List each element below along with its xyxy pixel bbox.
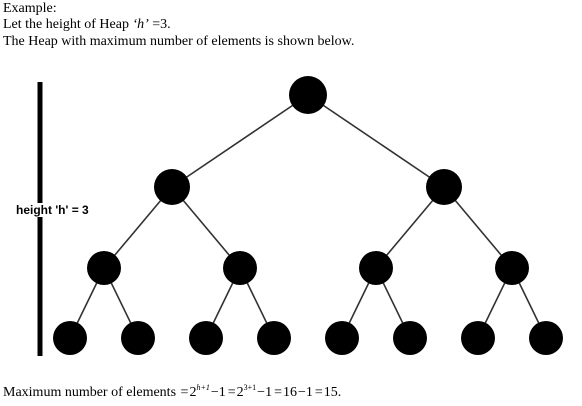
tree-edge-l0-n0-right	[307, 94, 445, 188]
formula-minus-1: −1	[210, 385, 226, 400]
tree-node-l2-n3	[495, 251, 529, 285]
formula-eq-4: =	[314, 385, 323, 400]
tree-node-l3-n3	[257, 321, 291, 355]
tree-nodes	[53, 76, 563, 355]
tree-node-l2-n2	[359, 251, 393, 285]
height-statement-prefix: Let the height of Heap	[3, 17, 133, 32]
formula-base-2: 2	[236, 385, 244, 400]
tree-node-l3-n6	[461, 321, 495, 355]
example-heading: Example:	[3, 1, 57, 16]
formula-minus-2: −1	[257, 385, 273, 400]
height-statement: Let the height of Heap ‘h’ =3.	[3, 17, 171, 33]
formula-eq-3: =	[274, 385, 282, 400]
tree-node-l3-n5	[393, 321, 427, 355]
height-variable: ‘h’	[132, 17, 149, 32]
height-statement-suffix: =3.	[148, 17, 171, 32]
tree-node-l3-n0	[53, 321, 87, 355]
heap-description: The Heap with maximum number of elements…	[3, 34, 355, 49]
tree-node-l3-n4	[325, 321, 359, 355]
tree-node-l1-n1	[426, 169, 462, 205]
tree-node-l3-n7	[529, 321, 563, 355]
tree-node-l2-n0	[87, 251, 121, 285]
tree-node-l1-n0	[154, 169, 190, 205]
tree-node-l0-n0	[289, 76, 327, 114]
formula-eq-2: =	[227, 385, 236, 400]
tree-edge-l0-n0-left	[171, 94, 309, 188]
height-label: height 'h' = 3	[16, 203, 89, 217]
max-elements-formula: Maximum number of elements =2h+1−1=23+1−…	[3, 383, 342, 401]
formula-base-1: 2	[189, 385, 197, 400]
formula-result: 15.	[323, 385, 342, 400]
tree-node-l3-n1	[121, 321, 155, 355]
formula-exponent-1: h+1	[196, 383, 210, 392]
tree-node-l2-n1	[223, 251, 257, 285]
tree-edges	[69, 94, 547, 339]
tree-node-l3-n2	[189, 321, 223, 355]
formula-eq-1: =	[180, 385, 189, 400]
formula-minus-3: −1	[297, 385, 313, 400]
formula-label: Maximum number of elements	[3, 385, 180, 400]
formula-exponent-2: 3+1	[243, 383, 257, 392]
formula-value-16: 16	[282, 385, 297, 400]
